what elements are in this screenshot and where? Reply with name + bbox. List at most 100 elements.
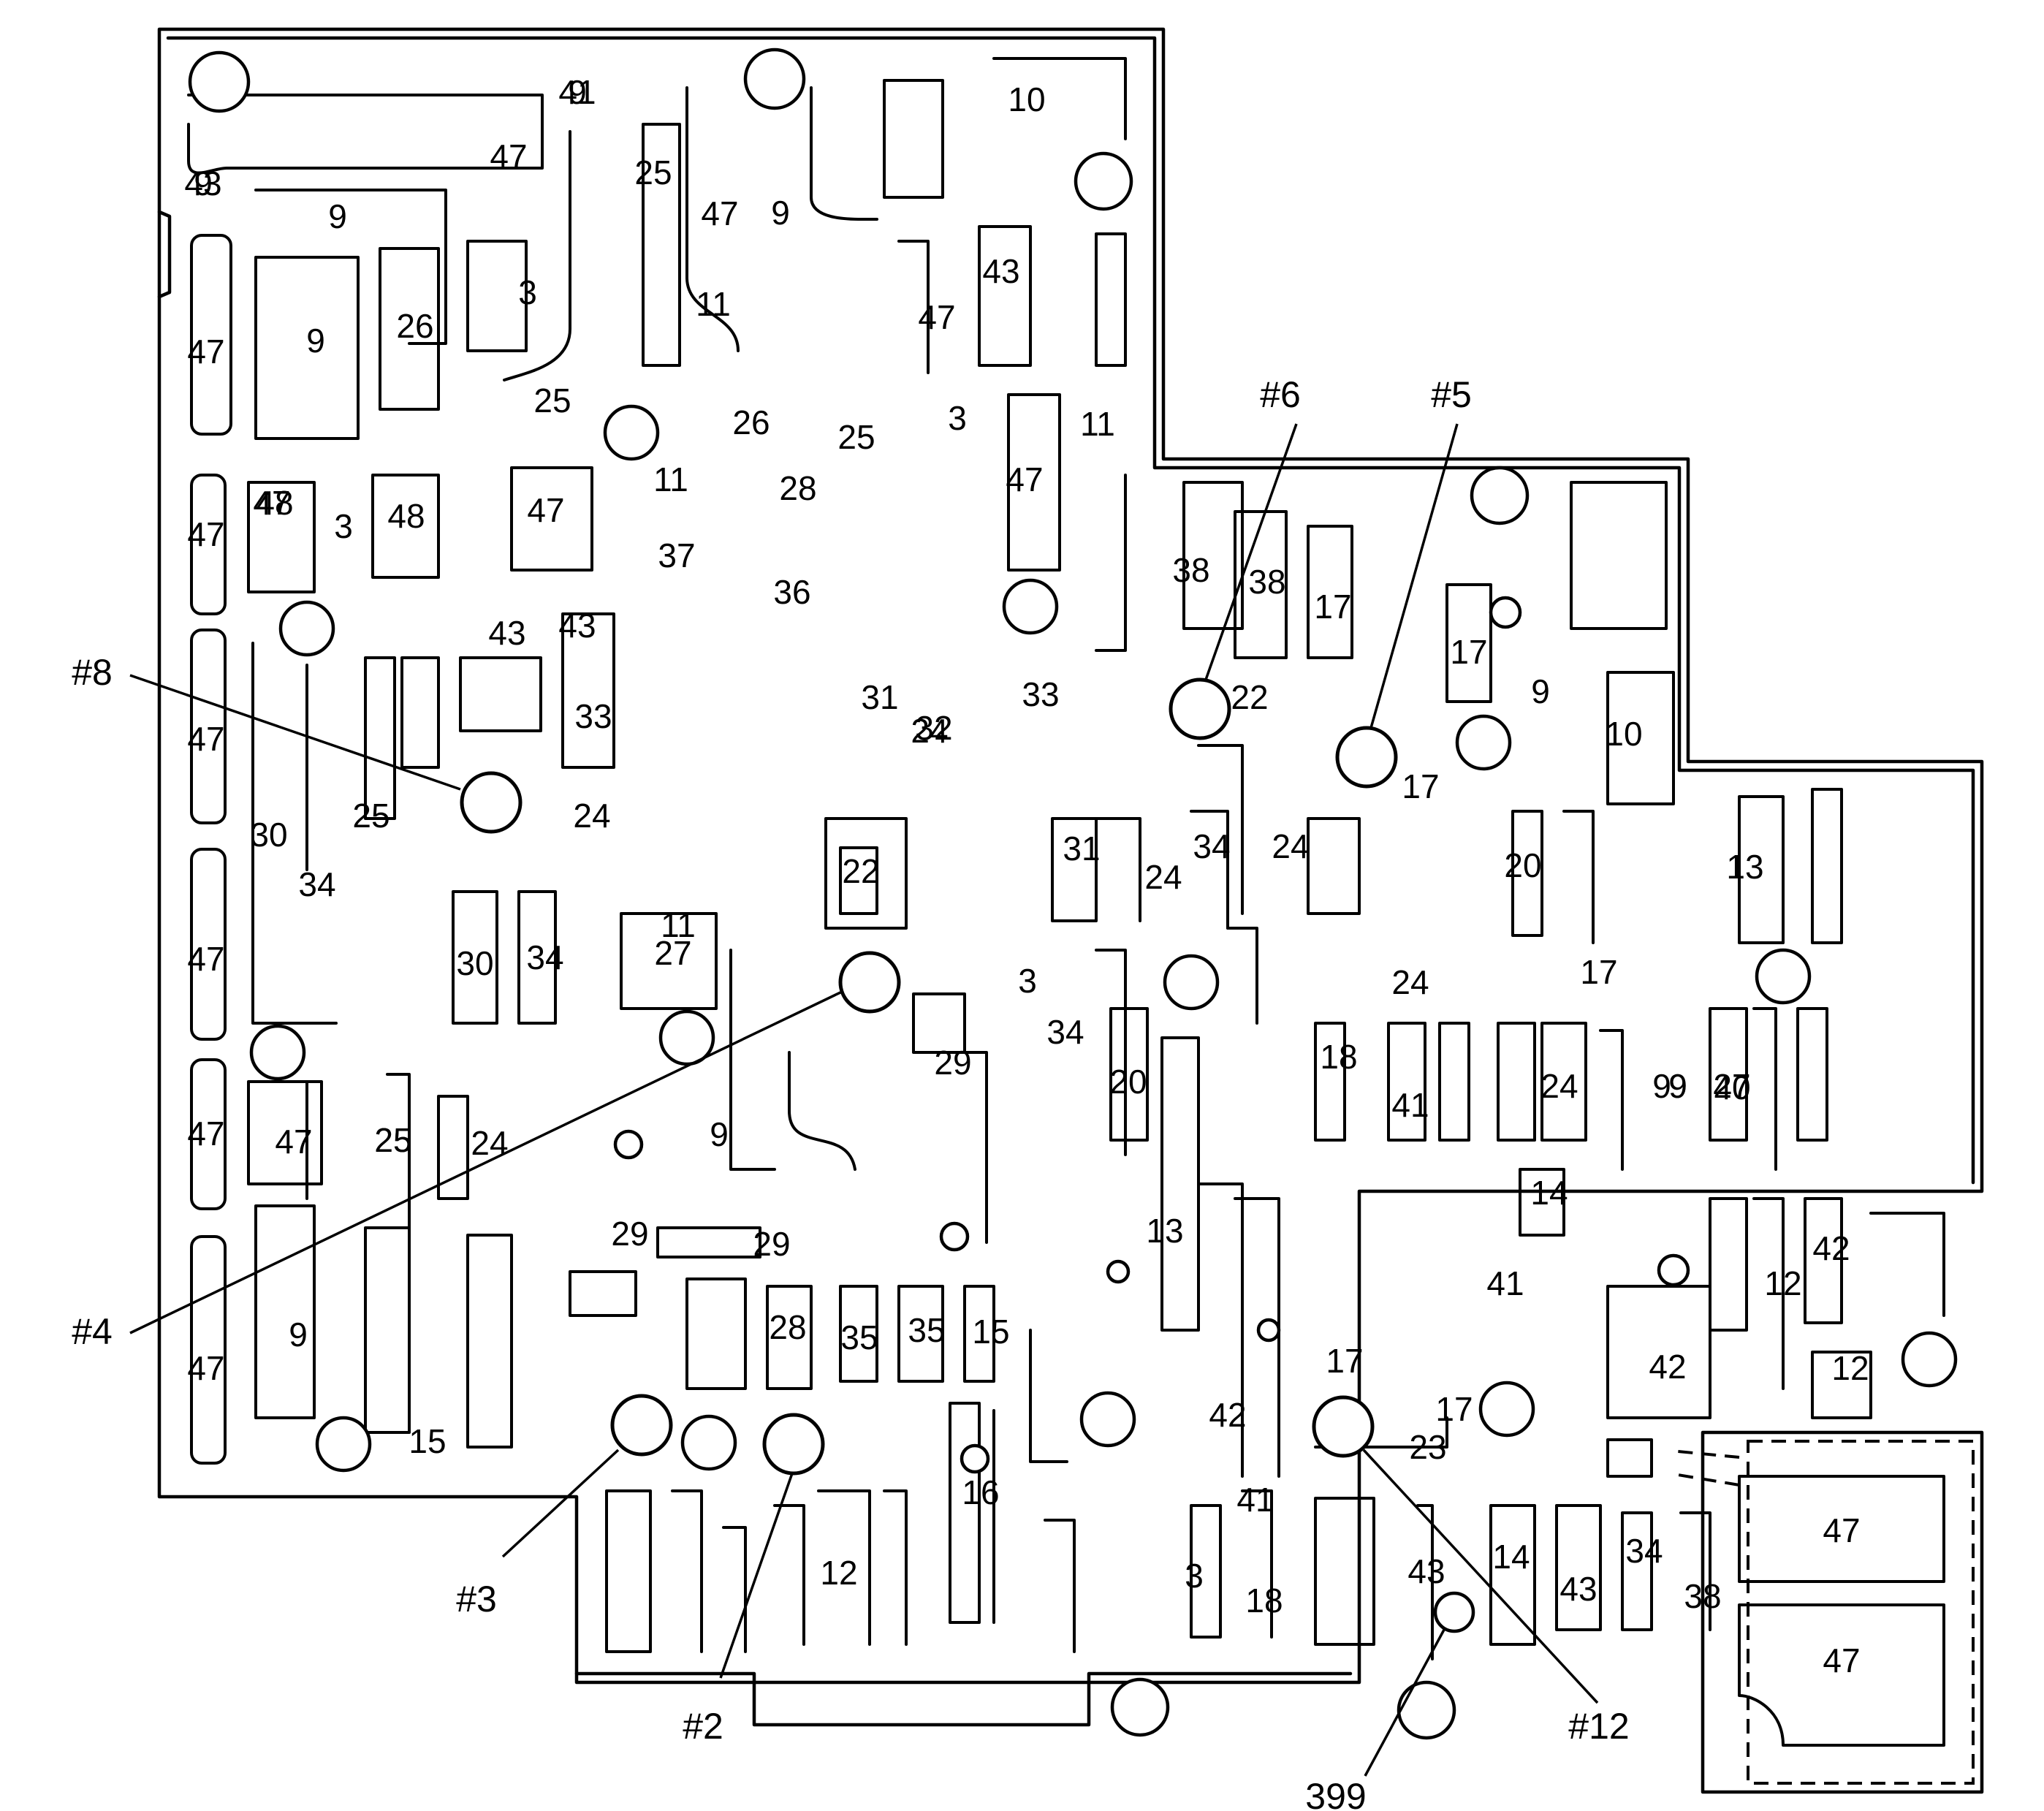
passage-label: 27: [1713, 1067, 1750, 1105]
passage-label: 3: [1185, 1557, 1204, 1595]
passage-label: 35: [908, 1311, 945, 1349]
passage-label: 24: [1540, 1067, 1578, 1105]
passage-label: 36: [773, 573, 810, 611]
passage-label: 41: [1486, 1264, 1524, 1302]
lower-plate-label: 47: [1823, 1641, 1860, 1679]
passage-label: 47: [253, 484, 290, 522]
passage-label: 17: [1314, 588, 1351, 626]
passage-label: 26: [732, 403, 770, 441]
passage-label: 12: [1831, 1349, 1869, 1387]
passage-label: 20: [1504, 846, 1541, 884]
passage-label: 11: [661, 906, 696, 944]
passage-label: 11: [696, 285, 731, 323]
passage-label: 9: [1668, 1067, 1687, 1105]
passage-label: 28: [769, 1308, 806, 1346]
passage-label: 9: [328, 197, 347, 235]
lower-plate: [1677, 1430, 1984, 1794]
passage-label: 9: [568, 73, 587, 111]
passage-label: 12: [1764, 1264, 1801, 1302]
callout-labels: #8 #6 #5 #4 #3 #2 #12 399: [72, 374, 1630, 1811]
passage-label: 17: [1402, 767, 1439, 805]
passage-label: 22: [842, 852, 879, 890]
passage-label: 48: [387, 497, 425, 535]
passage-label: 9: [289, 1315, 308, 1353]
passage-label: 11: [653, 460, 688, 498]
callout-5: #5: [1431, 374, 1472, 415]
passage-label: 3: [948, 399, 967, 437]
passage-label: 9: [710, 1115, 729, 1153]
passage-label: 9: [194, 164, 213, 202]
passage-label: 43: [558, 607, 596, 645]
callout-6: #6: [1260, 374, 1301, 415]
passage-label: 22: [1231, 678, 1268, 716]
passage-label: 26: [396, 307, 433, 345]
callout-leaders: [129, 423, 1599, 1777]
passage-label: 11: [1080, 405, 1115, 443]
passage-label: 24: [1391, 963, 1429, 1001]
passage-label: 24: [573, 797, 610, 835]
passage-label: 25: [352, 797, 390, 835]
callout-2: #2: [683, 1706, 723, 1747]
passage-label: 37: [658, 536, 695, 574]
passage-label: 9: [1668, 1067, 1687, 1105]
passage-label: 9: [1652, 1067, 1671, 1105]
lower-plate-labels: 47 47: [1823, 1511, 1860, 1679]
passage-label: 47: [701, 194, 738, 232]
passage-label: 42: [1812, 1229, 1850, 1267]
passage-label: 13: [1726, 848, 1763, 886]
passage-label: 35: [840, 1318, 878, 1356]
passage-label: 16: [962, 1473, 999, 1511]
passage-label: 25: [837, 418, 875, 456]
passage-label: 47: [187, 515, 224, 553]
passage-label: 47: [187, 1349, 224, 1387]
passage-label: 17: [1580, 953, 1617, 991]
passage-label: 42: [1209, 1396, 1246, 1434]
passage-label: 47: [187, 940, 224, 978]
passage-label: 3: [334, 507, 353, 545]
passage-label: 47: [275, 1123, 312, 1161]
passage-label: 32: [915, 709, 952, 747]
passage-label: 41: [1391, 1086, 1429, 1124]
passage-label: 43: [1407, 1552, 1445, 1590]
passage-label: 31: [1063, 829, 1100, 867]
passage-label: 43: [184, 164, 221, 202]
passage-label: 13: [1146, 1212, 1183, 1250]
callout-399: 399: [1305, 1776, 1366, 1811]
passage-label: 42: [1649, 1348, 1686, 1386]
passage-label: 47: [187, 1115, 224, 1153]
passage-label: 24: [1272, 827, 1309, 865]
passage-label: 24: [911, 712, 948, 750]
passage-label: 43: [982, 252, 1019, 290]
callout-12: #12: [1568, 1706, 1629, 1747]
passage-label: 31: [861, 678, 898, 716]
passage-label: 25: [374, 1121, 411, 1159]
callout-8: #8: [72, 652, 113, 693]
passage-label: 15: [972, 1313, 1009, 1351]
plate-outline: [157, 27, 1984, 1727]
passage-label: 12: [820, 1554, 857, 1592]
passages: [187, 57, 1945, 1660]
passage-label: 34: [526, 938, 563, 976]
passage-label: 38: [1248, 563, 1285, 601]
passage-label: 17: [1450, 633, 1487, 671]
passage-label: 38: [1684, 1577, 1721, 1615]
passage-label: 30: [250, 816, 287, 854]
passage-label: 47: [918, 298, 955, 336]
passage-label: 33: [574, 697, 612, 735]
passage-label: 29: [753, 1225, 790, 1263]
passage-label: 9: [771, 194, 790, 232]
passage-label: 23: [1409, 1428, 1446, 1466]
passage-label: 3: [518, 273, 537, 311]
passage-label: 25: [374, 1121, 411, 1159]
callout-3: #3: [456, 1579, 497, 1620]
passage-label: 41: [1236, 1481, 1274, 1519]
passage-label: 3: [1018, 962, 1037, 1000]
passage-label: 14: [1530, 1174, 1568, 1212]
passage-label: 30: [456, 944, 493, 982]
passage-label: 25: [634, 153, 672, 191]
passage-label: 43: [488, 614, 525, 652]
passage-label: 47: [527, 491, 564, 529]
passage-label: 47: [1006, 460, 1043, 498]
